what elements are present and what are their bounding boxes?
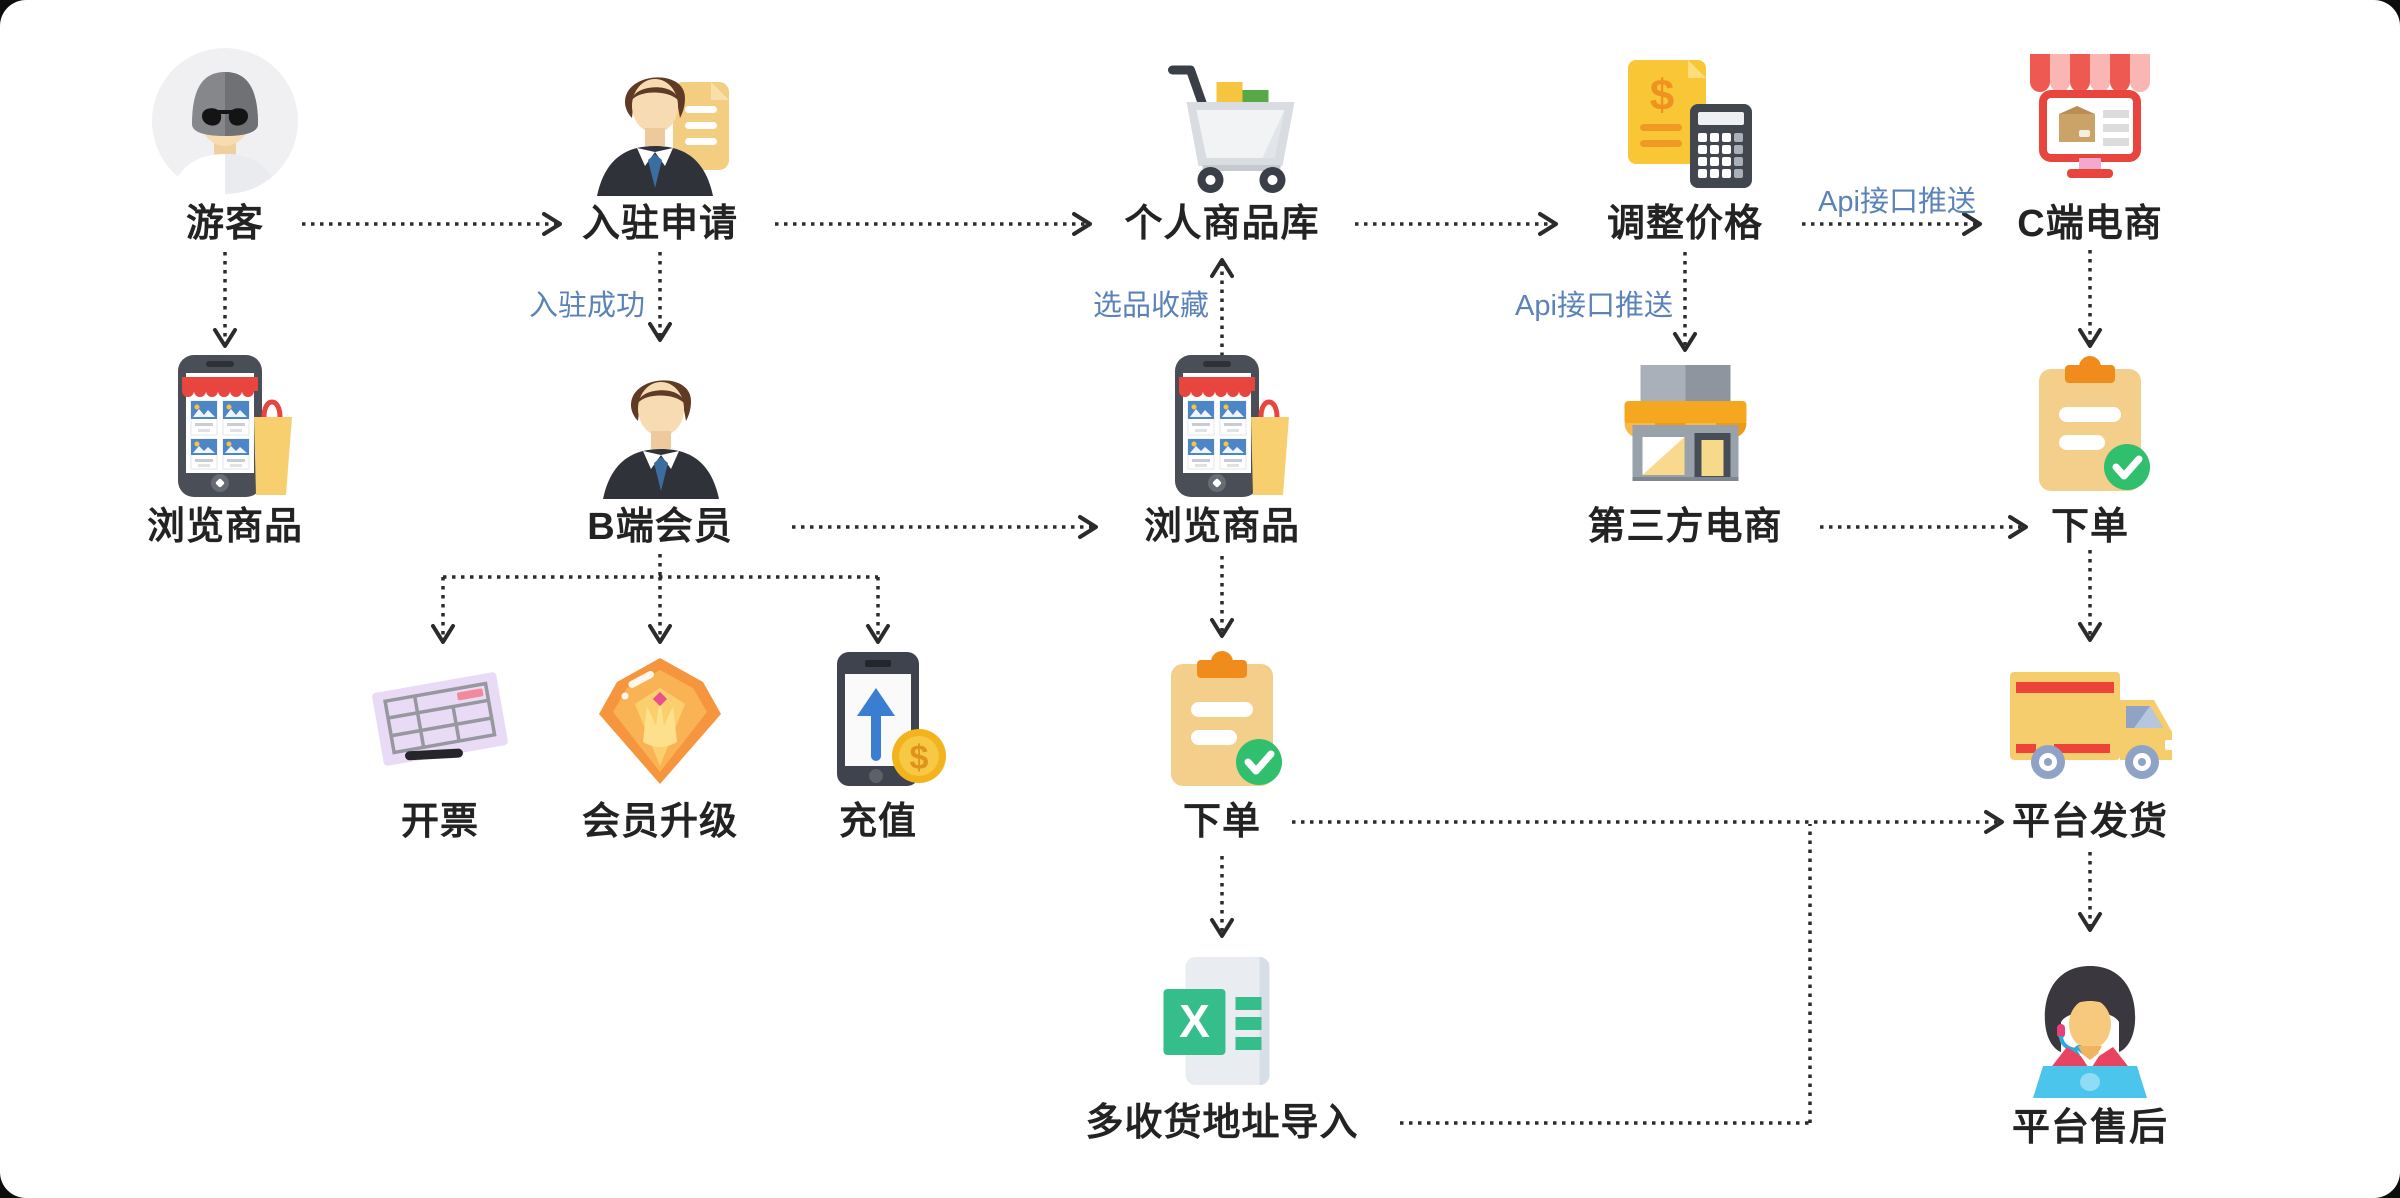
node-invoice: 开票 — [365, 644, 515, 844]
svg-text:$: $ — [1650, 71, 1674, 120]
node-after-sales: 平台售后 — [2012, 950, 2168, 1150]
edge-label-api-push-store: Api接口推送 — [1515, 290, 1673, 322]
svg-text:X: X — [1179, 995, 1210, 1047]
node-platform-shipping: 平台发货 — [2002, 644, 2178, 844]
diamond-badge-icon — [585, 644, 735, 794]
excel-file-icon: X — [1147, 945, 1297, 1095]
store-building-icon — [1610, 349, 1760, 499]
phone-shopping-icon — [1147, 349, 1297, 499]
node-label: 入驻申请 — [581, 203, 739, 245]
node-label: 开票 — [400, 801, 479, 843]
order-clipboard-icon — [1147, 644, 1297, 794]
node-label: 多收货地址导入 — [1085, 1102, 1359, 1144]
node-visitor: 游客 — [150, 46, 300, 246]
node-label: 游客 — [185, 203, 264, 245]
edge-label-api-push-c: Api接口推送 — [1818, 186, 1976, 218]
node-label: 平台售后 — [2011, 1107, 2169, 1149]
node-label: 下单 — [1182, 801, 1261, 843]
edge-label-join-success: 入驻成功 — [528, 290, 646, 322]
node-label: C端电商 — [2017, 203, 2163, 245]
recharge-phone-icon: $ — [803, 644, 953, 794]
edge-label-pick-favorite: 选品收藏 — [1092, 290, 1210, 322]
node-label: 浏览商品 — [1143, 506, 1301, 548]
shopping-cart-icon — [1142, 46, 1302, 196]
node-application: 入驻申请 — [582, 46, 738, 246]
online-storefront-icon — [2015, 46, 2165, 196]
businessman-icon — [585, 349, 735, 499]
node-label: 第三方电商 — [1587, 506, 1783, 548]
node-order-mid: 下单 — [1147, 644, 1297, 844]
node-label: B端会员 — [587, 506, 733, 548]
node-browse-left: 浏览商品 — [147, 349, 303, 549]
node-b-member: B端会员 — [585, 349, 735, 549]
visitor-avatar-icon — [150, 46, 300, 196]
node-order-right: 下单 — [2015, 349, 2165, 549]
phone-shopping-icon — [150, 349, 300, 499]
node-c-commerce: C端电商 — [2015, 46, 2165, 246]
node-product-library: 个人商品库 — [1124, 46, 1319, 246]
node-adjust-price: $ 调整价格 — [1607, 46, 1763, 246]
customer-service-icon — [2015, 950, 2165, 1100]
invoice-icon — [365, 644, 515, 794]
node-recharge: $ 充值 — [803, 644, 953, 844]
node-label: 浏览商品 — [146, 506, 304, 548]
businessman-document-icon — [585, 46, 735, 196]
delivery-truck-icon — [2002, 644, 2178, 794]
node-address-import: X 多收货地址导入 — [1085, 945, 1358, 1145]
order-clipboard-icon — [2015, 349, 2165, 499]
node-browse-mid: 浏览商品 — [1144, 349, 1300, 549]
node-label: 调整价格 — [1606, 203, 1764, 245]
svg-text:$: $ — [910, 739, 929, 777]
node-label: 会员升级 — [581, 801, 739, 843]
node-label: 平台发货 — [2011, 801, 2168, 843]
price-calculator-icon: $ — [1610, 46, 1760, 196]
node-label: 充值 — [838, 801, 917, 843]
node-member-upgrade: 会员升级 — [582, 644, 738, 844]
node-label: 下单 — [2050, 506, 2129, 548]
node-third-party: 第三方电商 — [1587, 349, 1782, 549]
node-label: 个人商品库 — [1124, 203, 1320, 245]
